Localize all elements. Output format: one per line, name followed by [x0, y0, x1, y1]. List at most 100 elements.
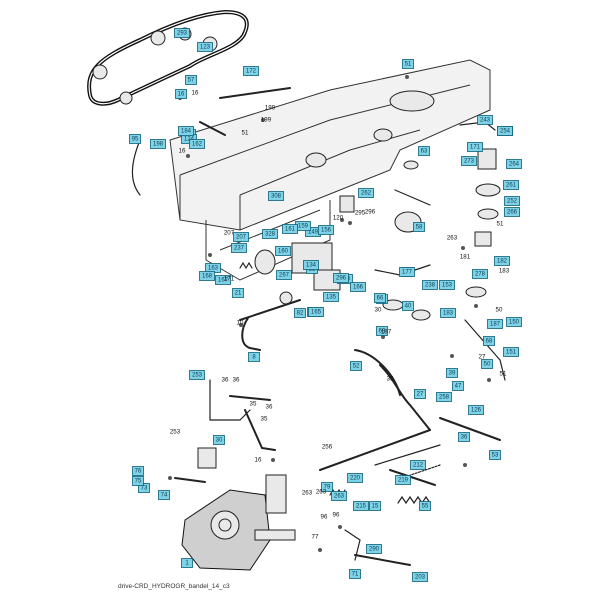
callout-71: 71 [349, 569, 361, 579]
callout-183: 183 [440, 308, 456, 318]
part-number-label: 171 [224, 276, 235, 283]
callout-text: 151 [506, 350, 517, 356]
callout-text: 266 [507, 210, 518, 216]
callout-text: 68 [486, 339, 493, 345]
callout-text: 40 [405, 304, 412, 310]
callout-207: 207 [233, 232, 249, 242]
callout-text: 293 [177, 31, 188, 37]
callout-261: 261 [503, 180, 519, 190]
callout-text: 198 [153, 142, 164, 148]
callout-text: 50 [484, 362, 491, 368]
callout-184: 184 [178, 126, 194, 136]
callout-66: 66 [374, 293, 386, 303]
part-number-label: 27 [479, 354, 486, 361]
callout-290: 290 [366, 544, 382, 554]
callout-166: 166 [350, 282, 366, 292]
callout-123: 123 [197, 42, 213, 52]
callout-68: 68 [483, 336, 495, 346]
callout-text: 203 [415, 575, 426, 581]
callout-text: 212 [413, 463, 424, 469]
part-number-label: 207 [224, 230, 235, 237]
callout-text: 30 [216, 438, 223, 444]
part-number-label: 256 [322, 444, 333, 451]
callout-text: 165 [311, 310, 322, 316]
callout-text: 153 [442, 283, 453, 289]
callout-text: 220 [350, 476, 361, 482]
callout-76: 76 [132, 466, 144, 476]
callout-16: 16 [175, 89, 187, 99]
callout-text: 243 [480, 118, 491, 124]
callout-258: 258 [436, 392, 452, 402]
part-number-label: 36 [266, 404, 273, 411]
callout-212: 212 [410, 460, 426, 470]
callout-text: 95 [132, 137, 139, 143]
callout-151: 151 [503, 347, 519, 357]
callout-182: 182 [494, 256, 510, 266]
callout-text: 55 [422, 504, 429, 510]
callout-text: 171 [470, 145, 481, 151]
callout-text: 263 [334, 494, 345, 500]
callout-text: 163 [208, 266, 219, 272]
callout-text: 16 [178, 92, 185, 98]
callout-47: 47 [452, 381, 464, 391]
callout-text: 73 [141, 486, 148, 492]
callout-text: 167 [218, 278, 229, 284]
callout-153: 153 [439, 280, 455, 290]
callout-text: 296 [336, 276, 347, 282]
callout-30: 30 [213, 435, 225, 445]
part-number-label: 263 [447, 235, 458, 242]
callout-text: 237 [234, 246, 245, 252]
callout-text: 15 [372, 504, 379, 510]
callout-text: 261 [506, 183, 517, 189]
callout-58: 58 [413, 222, 425, 232]
callout-134: 134 [303, 260, 319, 270]
callout-273: 273 [461, 156, 477, 166]
callout-text: 183 [443, 311, 454, 317]
callout-220: 220 [347, 473, 363, 483]
callout-79: 79 [321, 482, 333, 492]
callout-308: 308 [268, 191, 284, 201]
callout-labels: 1815161721222730363940424750515253555758… [129, 28, 522, 582]
callout-162: 162 [189, 139, 205, 149]
callout-text: 21 [235, 291, 242, 297]
callout-text: 66 [377, 296, 384, 302]
part-number-label: 253 [170, 429, 181, 436]
callout-262: 262 [358, 188, 374, 198]
callout-text: 63 [421, 149, 428, 155]
callout-63: 63 [418, 146, 430, 156]
drive-belt [87, 9, 249, 106]
callout-text: 215 [356, 504, 367, 510]
callout-text: 75 [135, 479, 142, 485]
callout-165: 165 [308, 307, 324, 317]
callout-40: 40 [402, 301, 414, 311]
callout-text: 39 [449, 371, 456, 377]
callout-text: 290 [369, 547, 380, 553]
callout-293: 293 [174, 28, 190, 38]
part-number-label: 199 [265, 105, 276, 112]
callout-text: 254 [500, 129, 511, 135]
callout-15: 15 [369, 501, 381, 511]
callout-text: 168 [202, 274, 213, 280]
callout-text: 162 [192, 142, 203, 148]
callout-text: 166 [353, 285, 364, 291]
callout-text: 159 [298, 224, 309, 230]
callout-text: 135 [326, 295, 337, 301]
part-number-label: 199 [261, 117, 272, 124]
callout-text: 52 [353, 364, 360, 370]
callout-215: 215 [353, 501, 369, 511]
part-number-label: 16 [255, 457, 262, 464]
callout-172: 172 [243, 66, 259, 76]
diagram-caption: drive-CRD_HYDROGR_bandel_14_c3 [118, 583, 230, 590]
callout-55: 55 [419, 501, 431, 511]
part-number-label: 120 [333, 215, 344, 222]
callout-text: 219 [398, 478, 409, 484]
callout-266: 266 [504, 207, 520, 217]
part-number-label: 296 [365, 209, 376, 216]
callout-text: 262 [361, 191, 372, 197]
part-number-label: 187 [381, 329, 392, 336]
callout-171: 171 [467, 142, 483, 152]
callout-text: 69 [379, 329, 386, 335]
part-number-label: 35 [261, 416, 268, 423]
callout-74: 74 [158, 490, 170, 500]
